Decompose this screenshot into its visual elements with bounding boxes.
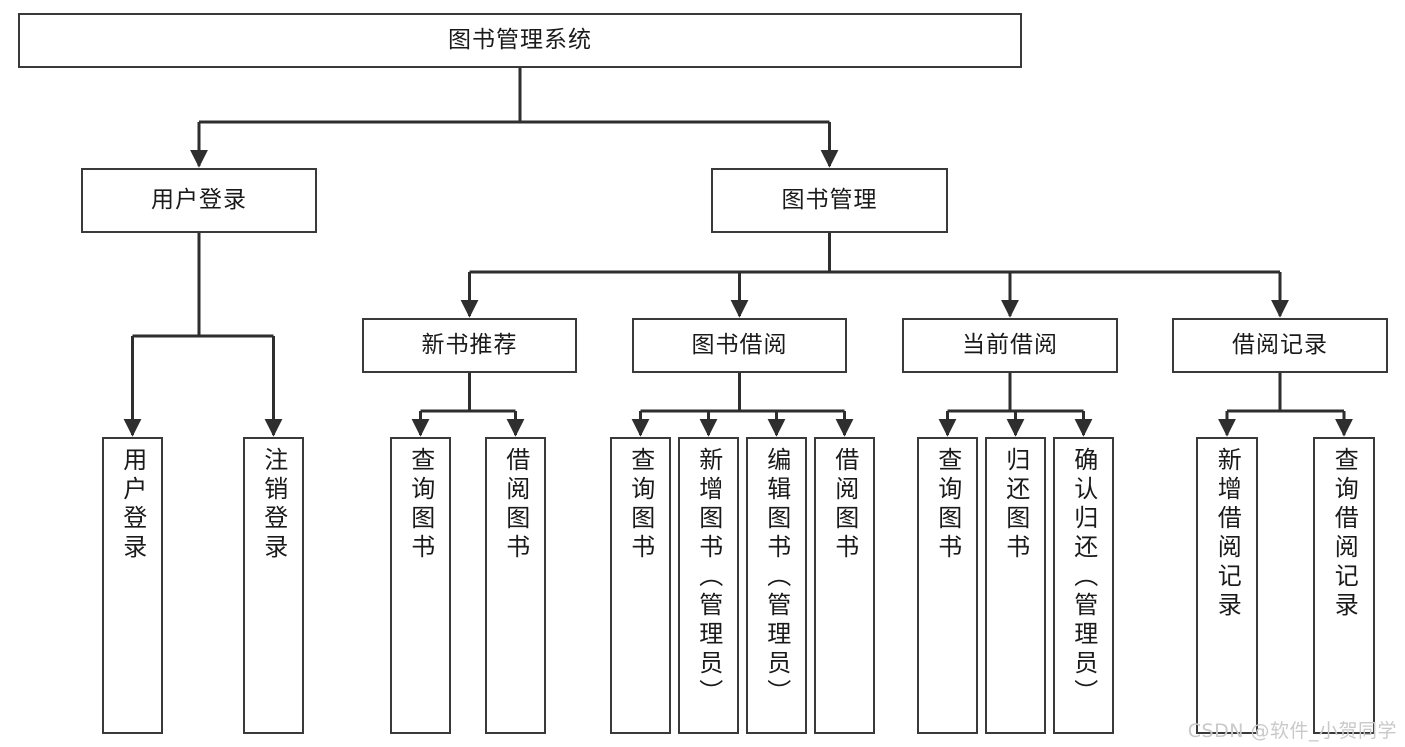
csdn-watermark: CSDN @软件_小贺同学 — [1187, 720, 1397, 742]
node-borrow[interactable]: 图书借阅 — [632, 318, 847, 373]
node-leaf5[interactable]: 查询图书 — [610, 437, 671, 734]
node-label: 图书借阅 — [691, 331, 788, 358]
node-leaf6[interactable]: 新增图书（管理员） — [678, 437, 739, 734]
node-label: 新书推荐 — [421, 331, 518, 358]
node-label: 查询借阅记录 — [1330, 447, 1359, 621]
node-leaf8[interactable]: 借阅图书 — [814, 437, 875, 734]
node-root[interactable]: 图书管理系统 — [18, 13, 1022, 68]
node-label: 新增图书（管理员） — [694, 447, 723, 708]
node-label: 确认归还（管理员） — [1069, 447, 1098, 708]
node-leaf13[interactable]: 查询借阅记录 — [1313, 437, 1375, 734]
node-leaf7[interactable]: 编辑图书（管理员） — [746, 437, 807, 734]
node-label: 图书管理系统 — [448, 26, 592, 53]
node-login[interactable]: 用户登录 — [81, 168, 317, 233]
node-label: 借阅图书 — [830, 447, 859, 563]
node-label: 注销登录 — [259, 447, 288, 563]
node-label: 查询图书 — [626, 447, 655, 563]
node-label: 借阅图书 — [501, 447, 530, 563]
node-newbook[interactable]: 新书推荐 — [362, 318, 577, 373]
node-label: 查询图书 — [406, 447, 435, 563]
node-leaf12[interactable]: 新增借阅记录 — [1196, 437, 1258, 734]
node-current[interactable]: 当前借阅 — [902, 318, 1118, 373]
node-label: 编辑图书（管理员） — [762, 447, 791, 708]
node-label: 查询图书 — [933, 447, 962, 563]
node-leaf3[interactable]: 查询图书 — [390, 437, 451, 734]
node-label: 借阅记录 — [1232, 331, 1328, 358]
node-bookmgmt[interactable]: 图书管理 — [711, 168, 948, 233]
node-leaf9[interactable]: 查询图书 — [917, 437, 978, 734]
node-label: 图书管理 — [781, 186, 878, 213]
node-leaf4[interactable]: 借阅图书 — [485, 437, 546, 734]
node-leaf10[interactable]: 归还图书 — [985, 437, 1046, 734]
node-leaf11[interactable]: 确认归还（管理员） — [1053, 437, 1114, 734]
node-records[interactable]: 借阅记录 — [1172, 318, 1388, 373]
node-label: 当前借阅 — [962, 331, 1058, 358]
node-label: 用户登录 — [151, 186, 247, 213]
node-label: 新增借阅记录 — [1213, 447, 1242, 621]
node-leaf1[interactable]: 用户登录 — [102, 437, 163, 734]
node-label: 归还图书 — [1001, 447, 1030, 563]
node-label: 用户登录 — [118, 447, 147, 563]
node-leaf2[interactable]: 注销登录 — [243, 437, 304, 734]
